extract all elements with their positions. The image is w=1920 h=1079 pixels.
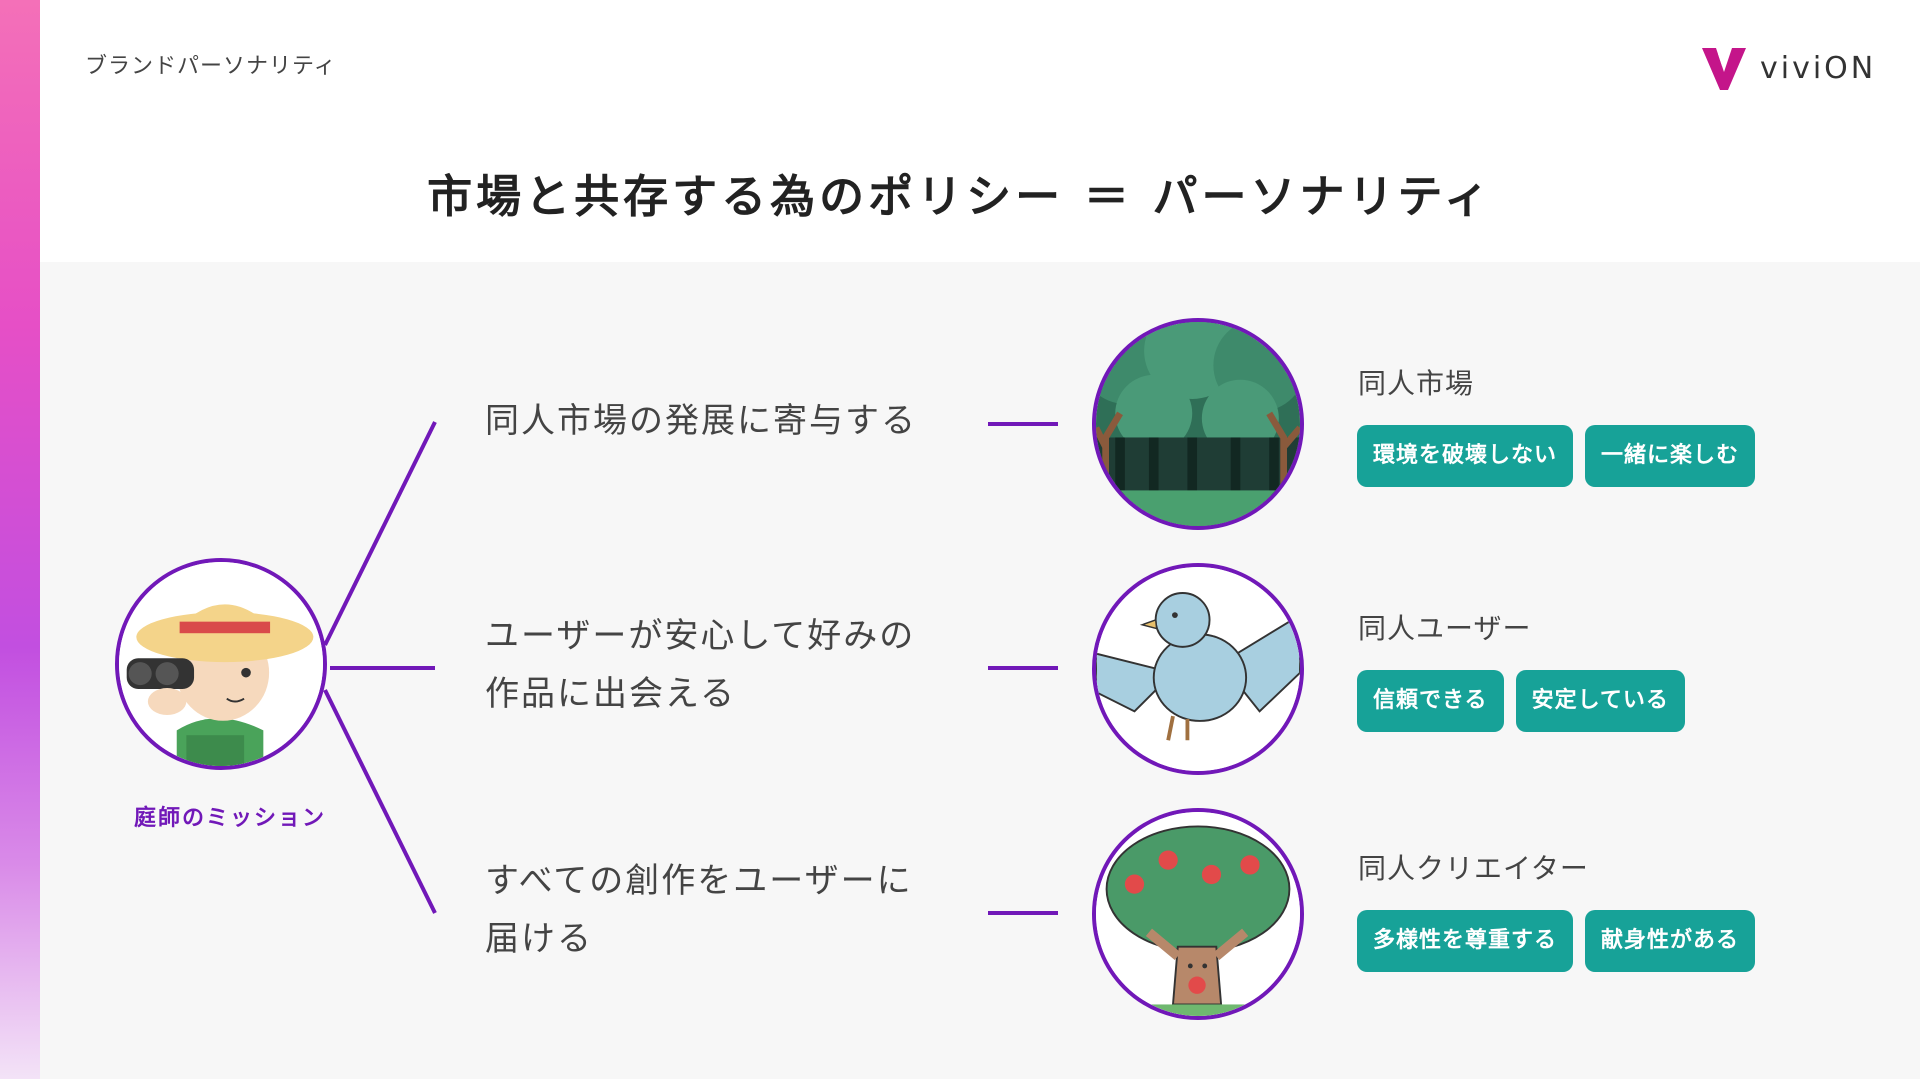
mission-text-1: 同人市場の発展に寄与する (485, 392, 917, 450)
group-title-market: 同人市場 (1358, 362, 1474, 402)
mission-text-2: ユーザーが安心して好みの 作品に出会える (485, 607, 915, 723)
tag: 一緒に楽しむ (1585, 425, 1755, 487)
mission-2-line-1: ユーザーが安心して好みの (485, 607, 915, 665)
tag-list-users: 信頼できる 安定している (1357, 670, 1685, 732)
mission-1-line: 同人市場の発展に寄与する (485, 392, 917, 450)
bluebird-illustration (1092, 563, 1304, 775)
mission-3-line-2: 届ける (485, 910, 913, 968)
tag: 安定している (1516, 670, 1685, 732)
tag-list-creators: 多様性を尊重する 献身性がある (1357, 910, 1755, 972)
apple-tree-illustration (1092, 808, 1304, 1020)
mission-label: 庭師のミッション (110, 800, 350, 832)
tag: 献身性がある (1585, 910, 1755, 972)
gardener-with-binoculars-illustration (115, 558, 327, 770)
forest-illustration (1092, 318, 1304, 530)
group-title-creators: 同人クリエイター (1358, 847, 1589, 887)
tag-list-market: 環境を破壊しない 一緒に楽しむ (1357, 425, 1755, 487)
tag: 信頼できる (1357, 670, 1504, 732)
mission-3-line-1: すべての創作をユーザーに (485, 852, 913, 910)
tag: 環境を破壊しない (1357, 425, 1573, 487)
tag: 多様性を尊重する (1357, 910, 1573, 972)
mission-2-line-2: 作品に出会える (485, 665, 915, 723)
mission-text-3: すべての創作をユーザーに 届ける (485, 852, 913, 968)
group-title-users: 同人ユーザー (1358, 607, 1531, 647)
